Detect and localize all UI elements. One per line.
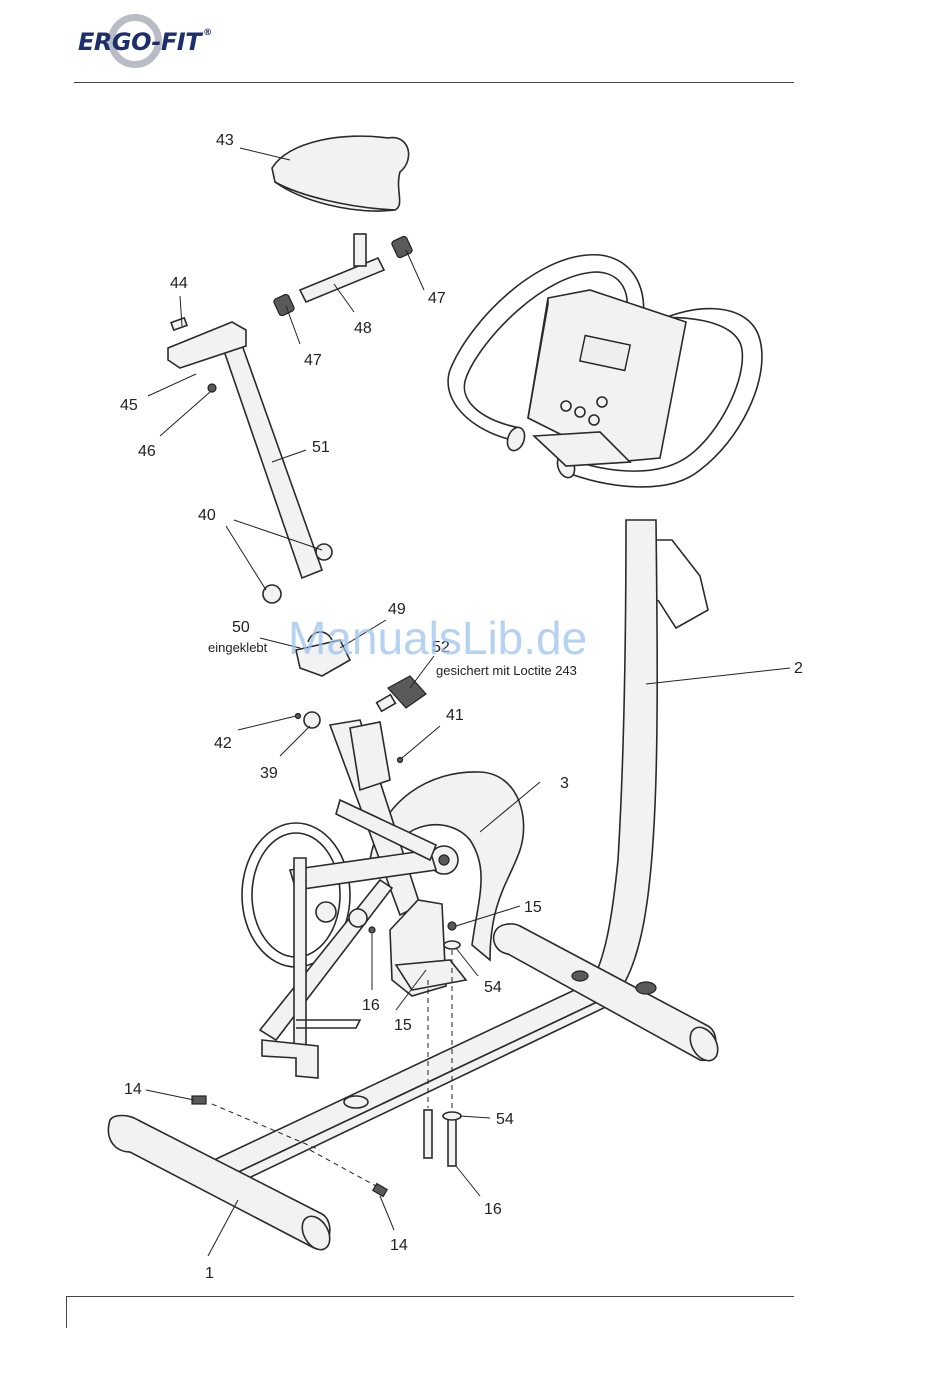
console-button-1: [561, 401, 571, 411]
console-button-3: [589, 415, 599, 425]
console-display-unit: [528, 290, 686, 466]
part-label-2: 2: [794, 660, 803, 677]
part-label-45: 45: [120, 397, 138, 414]
console-button-4: [597, 397, 607, 407]
part-label-15-lower: 15: [394, 1017, 412, 1034]
assembly-line: [310, 1150, 376, 1186]
part-label-46: 46: [138, 443, 156, 460]
washer-part-39: [304, 712, 320, 728]
washer-part-54: [444, 941, 460, 949]
part-label-51: 51: [312, 439, 330, 456]
seat-slider-part-48: [300, 234, 384, 302]
part-label-43: 43: [216, 132, 234, 149]
part-label-42: 42: [214, 735, 232, 752]
part-label-14-front: 14: [124, 1081, 142, 1098]
console-button-2: [575, 407, 585, 417]
part-label-3: 3: [560, 775, 569, 792]
bolt-part-16: [369, 927, 375, 933]
upright-frame-part-2: [590, 520, 708, 995]
part-label-47-left: 47: [304, 352, 322, 369]
part-label-16-lower: 16: [484, 1201, 502, 1218]
note-loctite: gesichert mit Loctite 243: [436, 663, 577, 678]
washer-part-54-lower: [443, 1112, 461, 1120]
knob-part-47-left: [273, 293, 295, 316]
part-label-16-upper: 16: [362, 997, 380, 1014]
part-label-44: 44: [170, 275, 188, 292]
part-label-40: 40: [198, 507, 216, 524]
part-label-15-upper: 15: [524, 899, 542, 916]
part-label-47-right: 47: [428, 290, 446, 307]
screw-part-14-front: [192, 1096, 206, 1104]
seat-part-43: [272, 136, 409, 211]
watermark-text: ManualsLib.de: [288, 612, 587, 664]
part-label-50: 50: [232, 619, 250, 636]
part-number-labels: 43 44 45 46 47 47 48 51 40 50 eingeklebt…: [120, 132, 803, 1282]
part-label-1: 1: [205, 1265, 214, 1282]
part-label-41: 41: [446, 707, 464, 724]
lower-frame-assembly: [260, 720, 466, 1078]
adjust-knob-part-52: [377, 676, 426, 711]
leader-lines: [146, 148, 790, 1256]
part-label-14-rear: 14: [390, 1237, 408, 1254]
bolt-part-41: [398, 758, 403, 763]
part-label-48: 48: [354, 320, 372, 337]
nut-part-15: [448, 922, 456, 930]
bolt-part-42: [296, 714, 301, 719]
part-label-54-lower: 54: [496, 1111, 514, 1128]
footer-rule: [66, 1296, 794, 1297]
knob-part-47-right: [391, 235, 413, 258]
note-glued: eingeklebt: [208, 640, 268, 655]
part-label-54-upper: 54: [484, 979, 502, 996]
footer-rule-vertical: [66, 1296, 67, 1328]
part-label-39: 39: [260, 765, 278, 782]
